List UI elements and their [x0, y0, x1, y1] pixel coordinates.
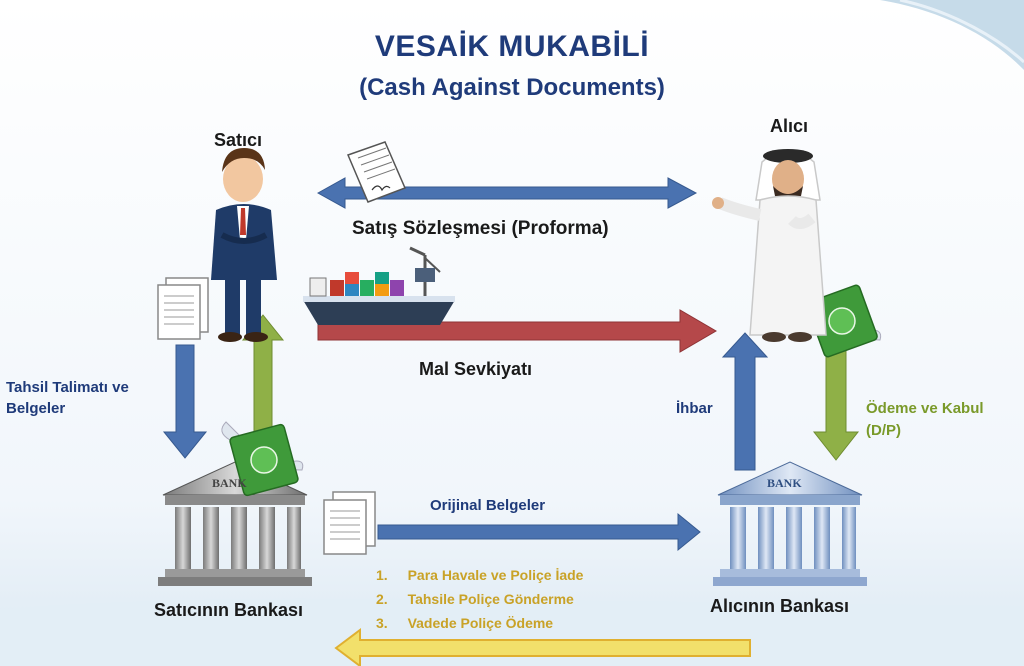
cargo-ship-icon	[303, 246, 455, 325]
return-arrow	[334, 628, 751, 666]
step-number: 3.	[376, 615, 388, 631]
collection-label-line1: Tahsil Talimatı ve	[6, 379, 129, 396]
documents-icon-original	[323, 491, 376, 555]
original-documents-label: Orijinal Belgeler	[430, 497, 546, 514]
step-1: 1. Para Havale ve Poliçe İade	[376, 567, 583, 583]
contract-arrow	[316, 177, 698, 209]
seller-bank-sign: BANK	[212, 476, 247, 490]
buyer-payment-arrow	[812, 344, 860, 461]
shipment-arrow	[317, 309, 717, 353]
diagram-title: VESAİK MUKABİLİ	[374, 30, 650, 63]
payment-label-line1: Ödeme ve Kabul	[866, 400, 984, 417]
payment-label-line2: (D/P)	[866, 422, 901, 439]
buyer-person-icon	[712, 149, 827, 342]
buyer-bank-icon	[713, 461, 867, 586]
buyer-label: Alıcı	[770, 116, 809, 136]
seller-label: Satıcı	[214, 130, 263, 150]
seller-bank-label: Satıcının Bankası	[154, 600, 304, 620]
buyer-bank-label: Alıcının Bankası	[710, 596, 850, 616]
step-3: 3. Vadede Poliçe Ödeme	[376, 615, 553, 631]
seller-person-icon	[211, 148, 277, 342]
diagram-subtitle: (Cash Against Documents)	[359, 74, 665, 101]
step-2: 2. Tahsile Poliçe Gönderme	[376, 591, 574, 607]
documents-icon-seller	[157, 277, 209, 340]
step-number: 2.	[376, 591, 388, 607]
original-documents-arrow	[377, 512, 701, 552]
contract-label: Satış Sözleşmesi (Proforma)	[352, 218, 609, 239]
notice-arrow	[721, 332, 769, 471]
step-text: Para Havale ve Poliçe İade	[407, 567, 584, 583]
buyer-bank-sign: BANK	[767, 476, 802, 490]
contract-document-icon	[346, 141, 407, 203]
step-text: Tahsile Poliçe Gönderme	[407, 591, 574, 607]
step-text: Vadede Poliçe Ödeme	[407, 615, 554, 631]
collection-arrow	[162, 344, 208, 459]
shipment-label: Mal Sevkiyatı	[419, 359, 533, 379]
notice-label: İhbar	[676, 400, 713, 417]
collection-label-line2: Belgeler	[6, 400, 66, 417]
money-icon-seller	[221, 421, 304, 497]
step-number: 1.	[376, 567, 388, 583]
